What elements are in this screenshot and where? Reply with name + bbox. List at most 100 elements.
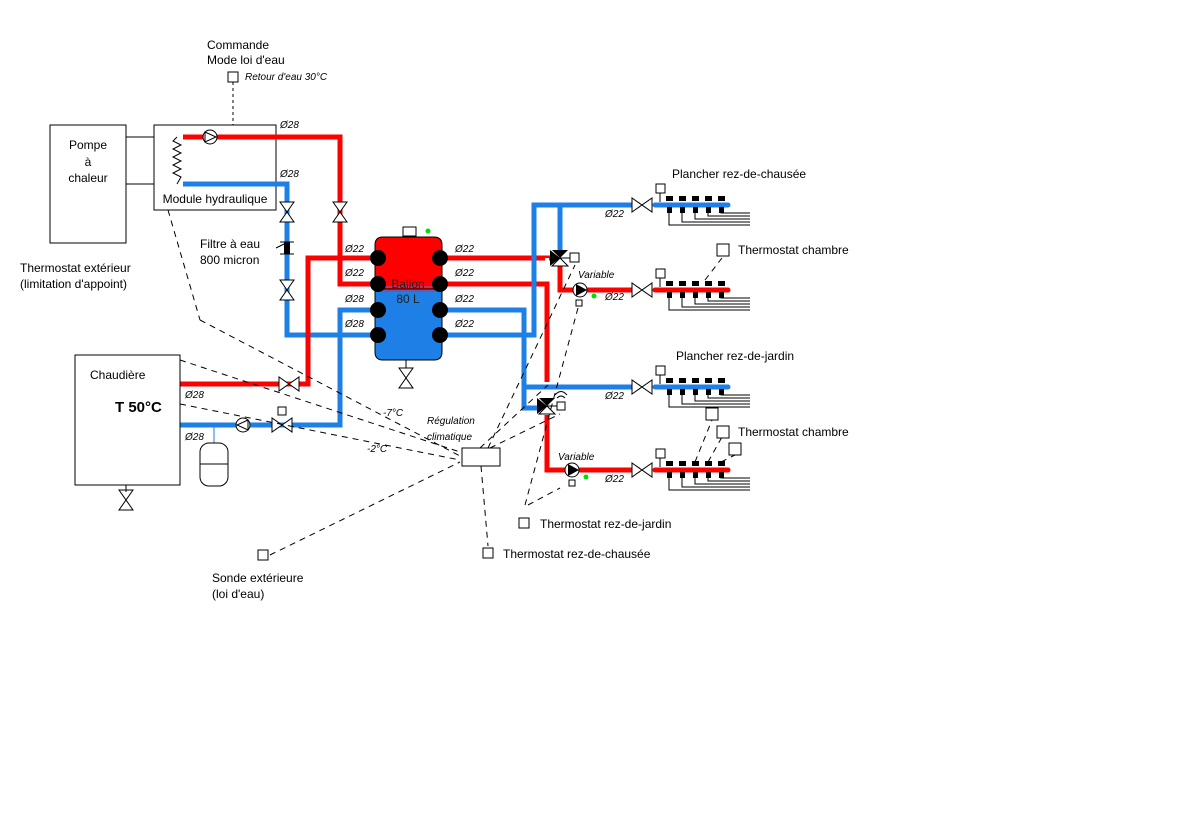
diameter-label: Ø22 bbox=[454, 244, 474, 255]
valve-icon[interactable] bbox=[279, 279, 295, 301]
boiler-temp: T 50°C bbox=[115, 399, 162, 416]
floor-manifold bbox=[652, 183, 750, 226]
floor-loop bbox=[668, 212, 750, 226]
floor-loop bbox=[668, 297, 750, 311]
diameter-label: Ø22 bbox=[454, 268, 474, 279]
valve-icon[interactable] bbox=[278, 376, 300, 392]
tank-port bbox=[370, 302, 386, 318]
valve-icon[interactable] bbox=[631, 197, 653, 213]
tank-label: Ballon bbox=[391, 277, 424, 291]
air-vent-icon bbox=[655, 183, 666, 194]
floor-loop bbox=[720, 212, 750, 214]
pipes bbox=[180, 134, 640, 473]
heat-exchanger-icon bbox=[171, 136, 183, 185]
manifold-outlet bbox=[718, 461, 725, 466]
climate-regulator[interactable] bbox=[461, 447, 501, 467]
floor-loop bbox=[668, 477, 750, 491]
filter-label: 800 micron bbox=[200, 253, 259, 267]
diameter-label: Ø28 bbox=[184, 432, 204, 443]
diameter-label: Ø28 bbox=[279, 169, 299, 180]
diameter-label: Ø28 bbox=[344, 294, 364, 305]
filter-icon bbox=[275, 241, 294, 255]
thermostat-rdj-icon[interactable] bbox=[518, 517, 530, 529]
manifold-outlet bbox=[718, 281, 725, 286]
drain-valve-icon[interactable] bbox=[118, 489, 134, 511]
temp-limit-label: -2°C bbox=[367, 444, 388, 455]
boiler: Chaudière T 50°C bbox=[74, 354, 181, 492]
manifold-outlet bbox=[666, 196, 673, 201]
diameter-label: Ø22 bbox=[454, 319, 474, 330]
expansion-vessel-icon bbox=[199, 425, 229, 487]
boiler-label: Chaudière bbox=[90, 368, 146, 382]
boiler-pump-icon bbox=[235, 417, 251, 433]
diameter-label: Ø22 bbox=[344, 268, 364, 279]
floor-loop bbox=[668, 394, 750, 408]
floor-loop bbox=[694, 477, 750, 485]
manifold-outlet bbox=[718, 196, 725, 201]
tank-capacity-label: 80 L bbox=[396, 292, 420, 306]
floor-manifold bbox=[652, 448, 750, 491]
manifold-outlet bbox=[679, 196, 686, 201]
floor-loop bbox=[707, 477, 750, 482]
manifold-outlet bbox=[679, 461, 686, 466]
drain-valve-icon[interactable] bbox=[398, 367, 414, 389]
floor-manifold bbox=[652, 365, 750, 408]
outdoor-sensor-label: Sonde extérieure bbox=[212, 571, 304, 585]
valve-icon[interactable] bbox=[271, 417, 293, 433]
manifold-outlet bbox=[679, 378, 686, 383]
module-label: Module hydraulique bbox=[163, 192, 268, 206]
manifold-outlet bbox=[705, 281, 712, 286]
valves bbox=[118, 197, 653, 511]
floor-loop bbox=[707, 297, 750, 302]
pump-mode-label: Variable bbox=[558, 452, 595, 463]
tank-port bbox=[370, 327, 386, 343]
filter-label: Filtre à eau bbox=[200, 237, 260, 251]
tank-port bbox=[432, 250, 448, 266]
manifold-outlet bbox=[692, 196, 699, 201]
outdoor-thermostat-label: (limitation d'appoint) bbox=[20, 277, 127, 291]
manifold-outlet bbox=[666, 461, 673, 466]
air-vent-icon bbox=[402, 226, 417, 237]
air-vent-icon bbox=[655, 448, 666, 459]
room-thermostat-icon[interactable] bbox=[716, 243, 730, 257]
temp-limit-label: -7°C bbox=[383, 408, 404, 419]
diameter-label: Ø22 bbox=[454, 294, 474, 305]
three-way-valve-1-icon bbox=[550, 250, 580, 267]
thermostat-rdc-icon[interactable] bbox=[482, 547, 494, 559]
manifold-outlet bbox=[692, 281, 699, 286]
floor-loop bbox=[720, 477, 750, 479]
floor-loop bbox=[720, 297, 750, 299]
valve-icon[interactable] bbox=[279, 201, 295, 223]
floor-manifold bbox=[652, 268, 750, 311]
floor-rdj-label: Plancher rez-de-jardin bbox=[676, 349, 794, 363]
heat-pump-label: Pompe bbox=[69, 138, 107, 152]
valve-icon[interactable] bbox=[631, 462, 653, 478]
valve-icon[interactable] bbox=[631, 379, 653, 395]
diameter-label: Ø22 bbox=[344, 244, 364, 255]
tank-port bbox=[432, 327, 448, 343]
tank-port bbox=[432, 302, 448, 318]
room-thermostat-label: Thermostat chambre bbox=[738, 425, 849, 439]
valve-icon[interactable] bbox=[631, 282, 653, 298]
room-thermostat-icon[interactable] bbox=[705, 407, 719, 421]
regulator-label: Régulation bbox=[427, 416, 475, 427]
tank-port bbox=[370, 250, 386, 266]
diameter-label: Ø22 bbox=[604, 474, 624, 485]
retour-eau-label: Retour d'eau 30°C bbox=[245, 72, 328, 83]
control-wires bbox=[167, 209, 736, 556]
room-thermostat-icon[interactable] bbox=[716, 425, 730, 439]
outdoor-sensor-label: (loi d'eau) bbox=[212, 587, 264, 601]
floor-loop bbox=[694, 212, 750, 220]
floor-loop bbox=[681, 297, 750, 308]
tank-ports bbox=[370, 250, 448, 343]
room-thermostat-icon[interactable] bbox=[728, 442, 742, 456]
outdoor-sensor-icon[interactable] bbox=[257, 549, 269, 561]
valve-icon[interactable] bbox=[332, 201, 348, 223]
diameter-label: Ø28 bbox=[184, 390, 204, 401]
floor-loop bbox=[694, 394, 750, 402]
outdoor-thermostat-label: Thermostat extérieur bbox=[20, 261, 131, 275]
thermostat-rdc-label: Thermostat rez-de-chausée bbox=[503, 547, 651, 561]
commande-label: Commande bbox=[207, 38, 269, 52]
circuit-pump-2-icon bbox=[564, 462, 589, 487]
